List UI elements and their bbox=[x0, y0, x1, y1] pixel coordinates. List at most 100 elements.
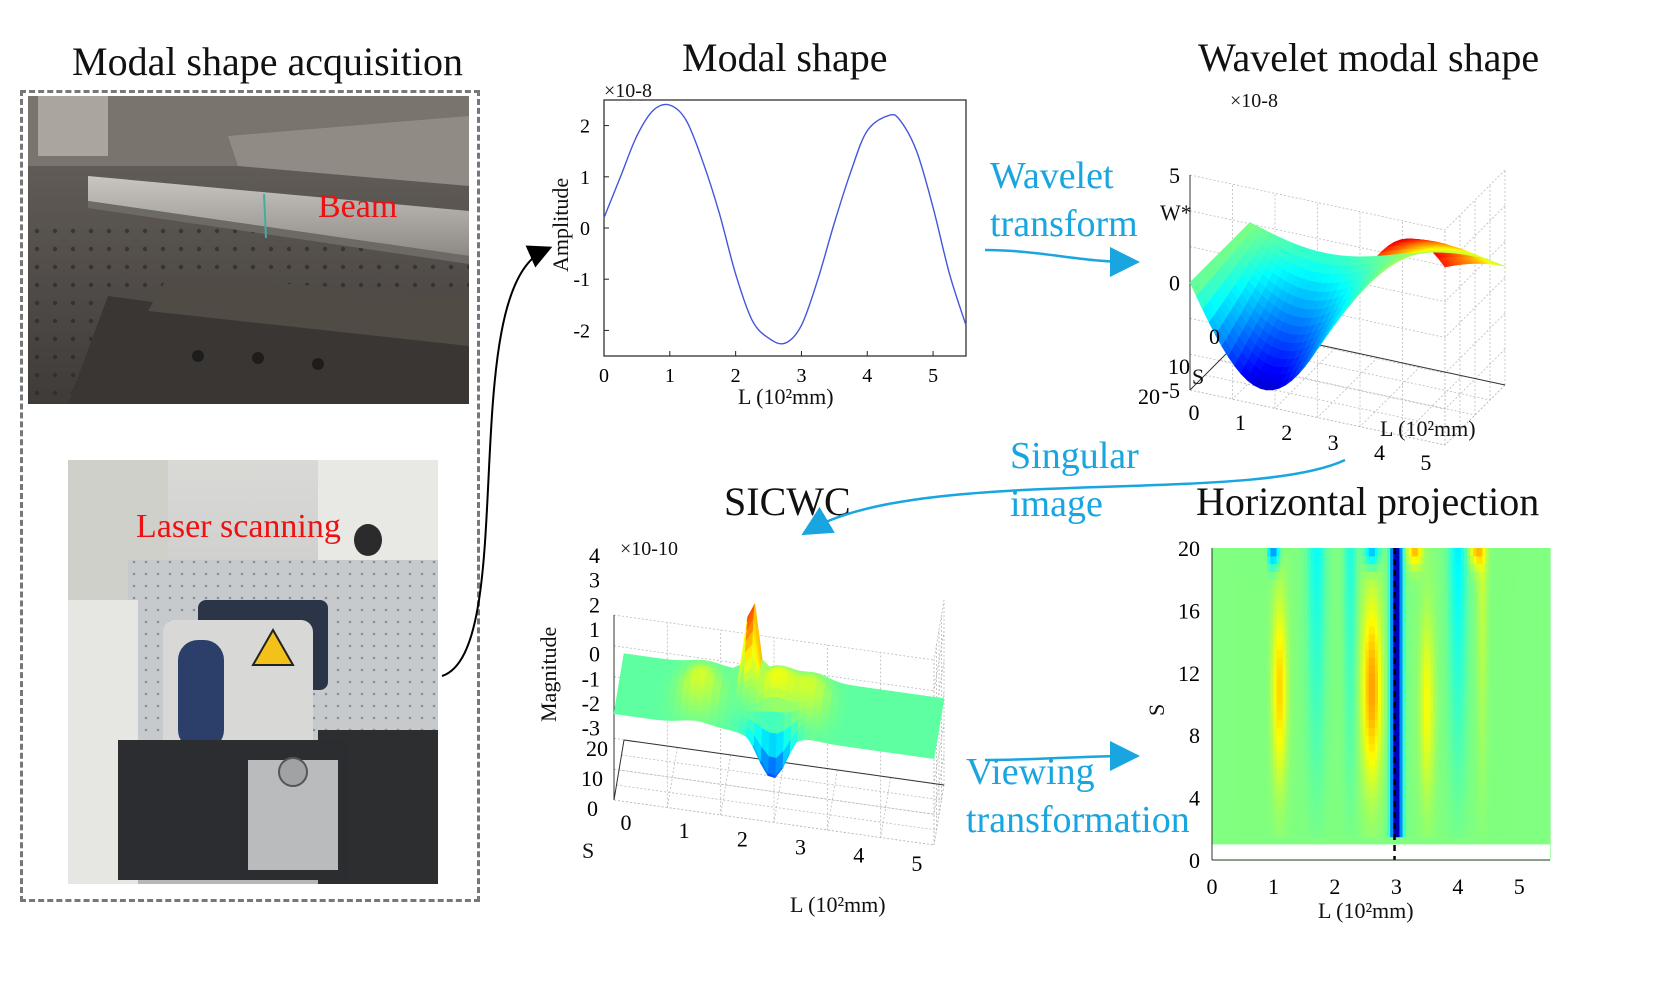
heatmap-cell bbox=[1494, 813, 1499, 822]
heatmap-cell bbox=[1368, 696, 1373, 705]
sicwc-surface-cell bbox=[659, 702, 669, 707]
heatmap-cell bbox=[1233, 696, 1238, 705]
heatmap-cell bbox=[1442, 618, 1447, 627]
heatmap-cell bbox=[1304, 774, 1308, 783]
heatmap-cell bbox=[1267, 633, 1271, 643]
heatmap-cell bbox=[1344, 750, 1348, 760]
heatmap-cell bbox=[1500, 672, 1505, 682]
heatmap-cell bbox=[1350, 821, 1354, 830]
heatmap-cell bbox=[1439, 821, 1444, 830]
heatmap-cell bbox=[1485, 657, 1490, 666]
heatmap-cell bbox=[1516, 821, 1520, 830]
heatmap-cell bbox=[1212, 711, 1216, 721]
heatmap-cell bbox=[1424, 774, 1428, 783]
heatmap-cell bbox=[1506, 696, 1511, 705]
heatmap-cell bbox=[1402, 688, 1407, 697]
heatmap-cell bbox=[1334, 719, 1339, 728]
heatmap-cell bbox=[1322, 758, 1327, 767]
heatmap-cell bbox=[1353, 672, 1358, 682]
heatmap-cell bbox=[1516, 626, 1520, 635]
heatmap-cell bbox=[1236, 649, 1241, 658]
heatmap-cell bbox=[1377, 688, 1382, 697]
heatmap-cell bbox=[1276, 696, 1281, 705]
heatmap-cell bbox=[1221, 649, 1225, 658]
heatmap-cell bbox=[1519, 743, 1523, 752]
heatmap-cell bbox=[1470, 821, 1474, 830]
heatmap-cell bbox=[1331, 750, 1336, 760]
heatmap-cell bbox=[1224, 665, 1228, 674]
heatmap-cell bbox=[1488, 727, 1493, 736]
heatmap-cell bbox=[1331, 821, 1336, 830]
heatmap-cell bbox=[1285, 836, 1290, 845]
wavelet-ztick-label: -5 bbox=[1162, 378, 1180, 403]
heatmap-cell bbox=[1276, 813, 1281, 822]
heatmap-cell bbox=[1485, 750, 1490, 760]
sicwc-xtick-label: 0 bbox=[621, 810, 632, 835]
heatmap-cell bbox=[1224, 758, 1228, 767]
heatmap-cell bbox=[1242, 704, 1247, 713]
heatmap-cell bbox=[1331, 672, 1336, 682]
heatmap-cell bbox=[1353, 758, 1358, 767]
heatmap-cell bbox=[1528, 828, 1533, 838]
heatmap-cell bbox=[1371, 828, 1376, 838]
heatmap-cell bbox=[1436, 789, 1440, 799]
heatmap-cell bbox=[1344, 665, 1348, 674]
heatmap-cell bbox=[1445, 766, 1450, 775]
heatmap-cell bbox=[1316, 618, 1321, 627]
heatmap-cell bbox=[1528, 727, 1533, 736]
heatmap-cell bbox=[1534, 836, 1539, 845]
heatmap-cell bbox=[1251, 711, 1256, 721]
heatmap-cell bbox=[1319, 821, 1324, 830]
heatmap-cell bbox=[1267, 727, 1271, 736]
heatmap-cell bbox=[1374, 626, 1379, 635]
heatmap-cell bbox=[1408, 735, 1413, 744]
heatmap-cell bbox=[1337, 626, 1342, 635]
heatmap-cell bbox=[1285, 758, 1290, 767]
heatmap-cell bbox=[1334, 626, 1339, 635]
heatmap-cell bbox=[1377, 657, 1382, 666]
heatmap-cell bbox=[1451, 665, 1456, 674]
heatmap-cell bbox=[1424, 821, 1428, 830]
heatmap-cell bbox=[1233, 743, 1238, 752]
heatmap-cell bbox=[1531, 743, 1536, 752]
heatmap-cell bbox=[1543, 821, 1548, 830]
heatmap-cell bbox=[1519, 789, 1523, 799]
heatmap-cell bbox=[1291, 836, 1296, 845]
heatmap-cell bbox=[1245, 704, 1250, 713]
heatmap-cell bbox=[1417, 711, 1422, 721]
heatmap-cell bbox=[1344, 688, 1348, 697]
heatmap-cell bbox=[1436, 626, 1440, 635]
heatmap-cell bbox=[1448, 813, 1453, 822]
heatmap-cell bbox=[1506, 782, 1511, 791]
heatmap-cell bbox=[1411, 633, 1416, 643]
heatmap-cell bbox=[1387, 774, 1391, 783]
heatmap-cell bbox=[1491, 633, 1496, 643]
heatmap-cell bbox=[1301, 641, 1305, 650]
heatmap-cell bbox=[1337, 688, 1342, 697]
heatmap-cell bbox=[1307, 797, 1311, 806]
heatmap-cell bbox=[1408, 727, 1413, 736]
heatmap-cell bbox=[1488, 836, 1493, 845]
heatmap-cell bbox=[1224, 828, 1228, 838]
sicwc-surface-cell bbox=[892, 691, 901, 697]
heatmap-cell bbox=[1362, 828, 1367, 838]
heatmap-cell bbox=[1233, 618, 1238, 627]
heatmap-cell bbox=[1344, 813, 1348, 822]
heatmap-cell bbox=[1454, 618, 1459, 627]
heatmap-cell bbox=[1470, 680, 1474, 689]
heatmap-cell bbox=[1405, 836, 1410, 845]
heatmap-cell bbox=[1396, 680, 1401, 689]
heatmap-cell bbox=[1316, 649, 1321, 658]
heatmap-cell bbox=[1307, 789, 1311, 799]
heatmap-cell bbox=[1420, 657, 1425, 666]
heatmap-cell bbox=[1430, 774, 1434, 783]
heatmap-cell bbox=[1356, 735, 1361, 744]
heatmap-cell bbox=[1242, 626, 1247, 635]
heatmap-cell bbox=[1331, 813, 1336, 822]
heatmap-cell bbox=[1337, 665, 1342, 674]
heatmap-cell bbox=[1347, 821, 1351, 830]
heatmap-cell bbox=[1390, 657, 1394, 666]
heatmap-cell bbox=[1307, 828, 1311, 838]
heatmap-cell bbox=[1476, 672, 1480, 682]
heatmap-cell bbox=[1264, 805, 1268, 814]
